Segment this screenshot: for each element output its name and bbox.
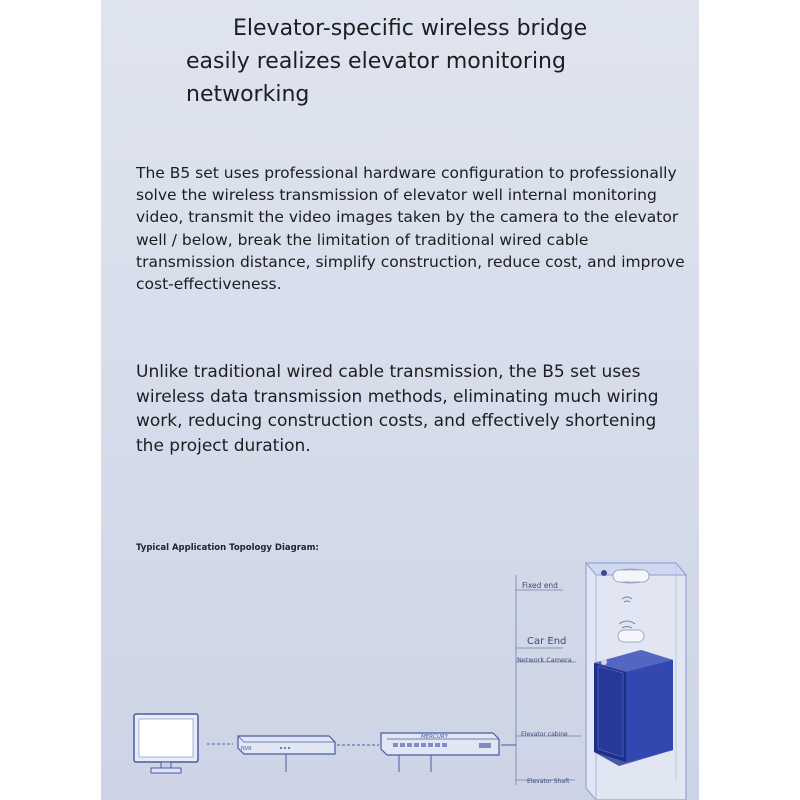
label-car-end: Car End (527, 636, 566, 647)
label-elevator-cabine: Elevator cabine (521, 731, 568, 738)
monitor-icon (133, 713, 199, 774)
label-elevator-shaft: Elevator Shaft (527, 778, 570, 785)
document-panel: Elevator-specific wireless bridge easily… (101, 0, 699, 800)
label-fixed-end: Fixed end (522, 581, 558, 590)
headline-line-3: networking (186, 82, 310, 107)
nvr-device-icon: NVR (237, 735, 336, 755)
headline-line-1: Elevator-specific wireless bridge (233, 16, 588, 41)
switch-brand-label: MERCURY (421, 734, 449, 740)
wifi-signal-icon (618, 596, 636, 629)
callout-lines (515, 575, 581, 785)
headline-line-2: easily realizes elevator monitoring (186, 49, 566, 74)
paragraph-hardware: The B5 set uses professional hardware co… (136, 164, 685, 294)
switch-device-icon: MERCURY (380, 732, 500, 756)
topology-title: Typical Application Topology Diagram: (136, 543, 319, 553)
fixed-end-device-icon (601, 568, 650, 584)
label-network-camera: Network Camera (517, 656, 572, 664)
paragraph-wireless: Unlike traditional wired cable transmiss… (136, 362, 659, 456)
headline: Elevator-specific wireless bridge easily… (186, 12, 686, 111)
elevator-cabin-illustration (594, 650, 673, 766)
nvr-label: NVR (241, 746, 252, 752)
topology-diagram: Fixed end Car End Network Camera Elevato… (133, 562, 688, 800)
car-end-device-icon (617, 629, 645, 643)
